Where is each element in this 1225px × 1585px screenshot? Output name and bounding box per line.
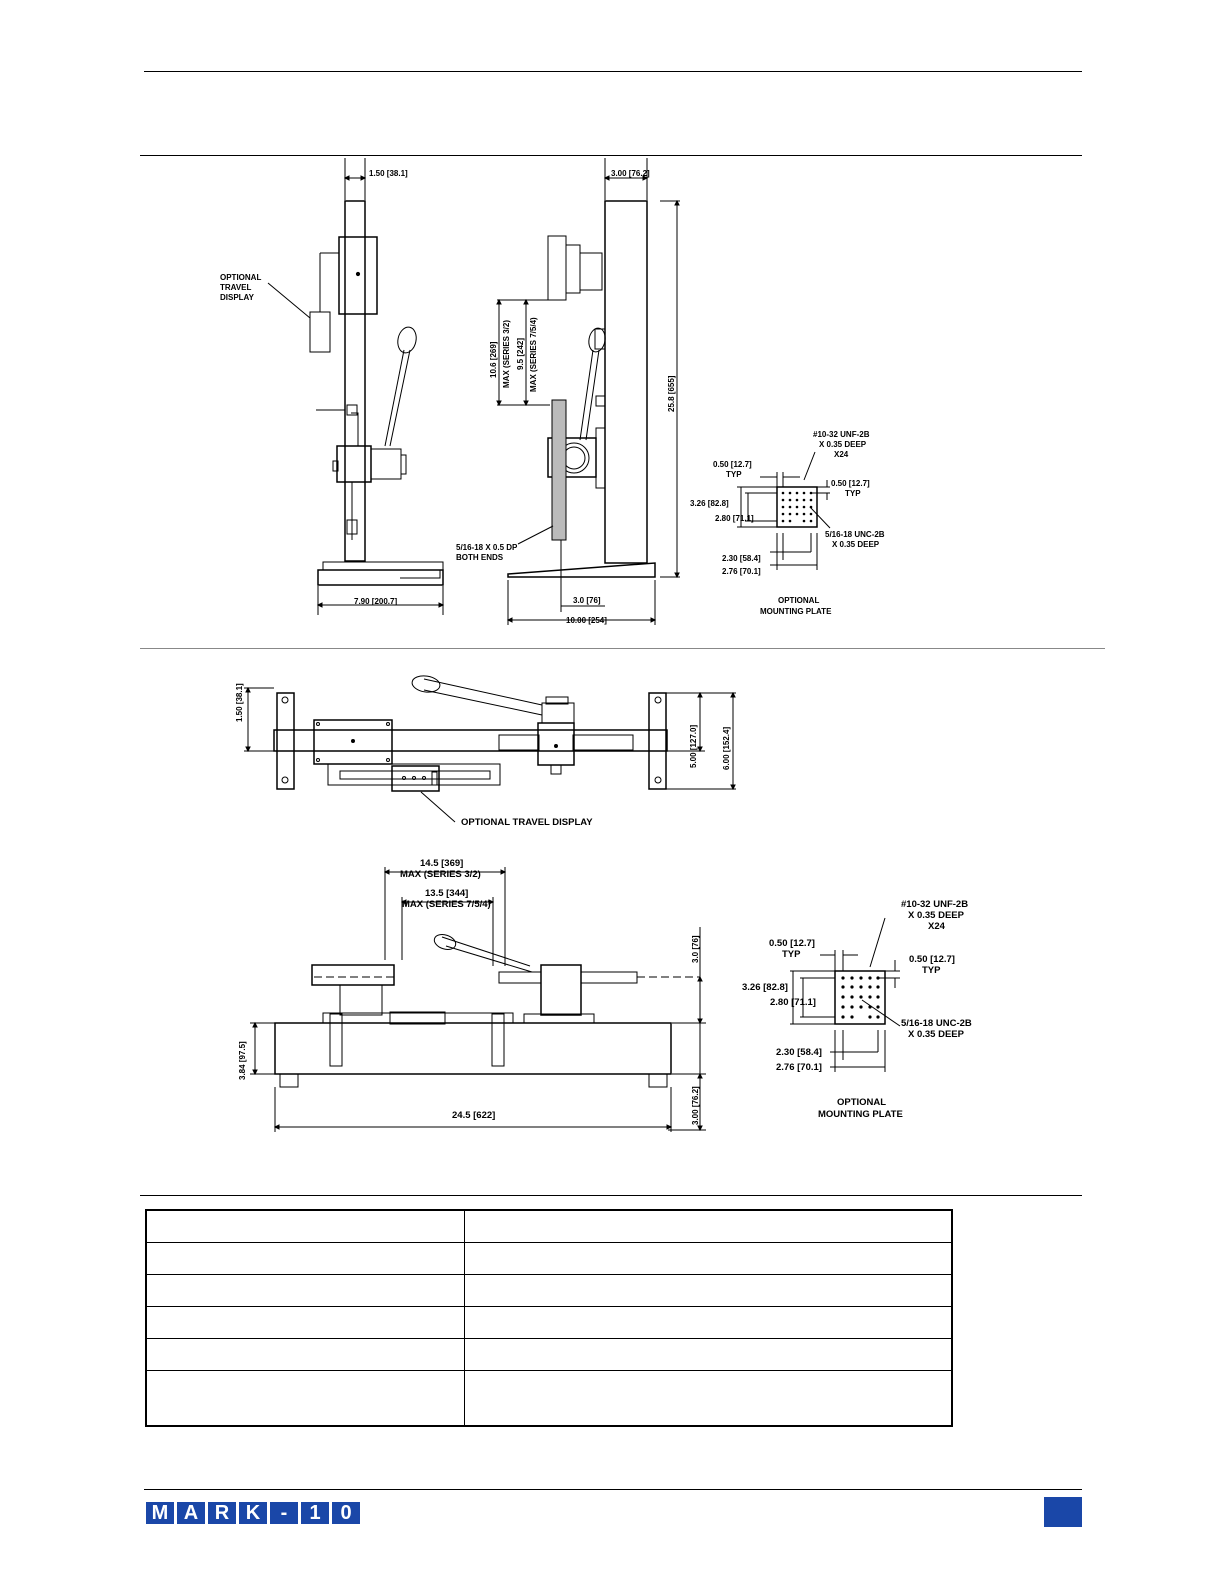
plate-top-dim-inner: 2.80 [71.1] (715, 514, 754, 523)
page-number-box (1044, 1497, 1082, 1527)
top-dim-mid: 5.00 [127.0] (689, 725, 698, 768)
plate-bottom-edge-right: 0.50 [12.7] (909, 954, 955, 965)
side-callout-travel-3: DISPLAY (220, 293, 255, 302)
plate-bottom-dim-inner: 2.80 [71.1] (770, 997, 816, 1008)
table-cell-value (464, 1306, 953, 1339)
plate-bottom-tap-1: #10-32 UNF-2B (901, 899, 968, 910)
horiz-dim-length: 24.5 [622] (452, 1110, 495, 1121)
plate-bottom-edge-left-typ: TYP (782, 949, 801, 960)
logo-letter: R (208, 1502, 236, 1524)
table-cell-value (464, 1209, 953, 1243)
logo-letter: M (146, 1502, 174, 1524)
table-cell-value (464, 1370, 953, 1427)
horiz-dim-height-left: 3.84 [97.5] (238, 1041, 247, 1080)
front-dim-travel-754-a: 9.5 [242] (516, 338, 525, 370)
plate-top-caption-2: MOUNTING PLATE (760, 607, 832, 616)
plate-bottom-dim-outer: 3.26 [82.8] (742, 982, 788, 993)
table-row (145, 1338, 953, 1371)
horiz-dim-travel-754-a: 13.5 [344] (425, 888, 468, 899)
logo-letter: 0 (332, 1502, 360, 1524)
table-cell-label (145, 1338, 465, 1371)
logo-letter: K (239, 1502, 267, 1524)
front-callout-thread-1: 5/16-18 X 0.5 DP (456, 543, 518, 552)
plate-top-edge-left-typ: TYP (726, 470, 742, 479)
plate-bottom-dim-b2: 2.76 [70.1] (776, 1062, 822, 1073)
table-row (145, 1274, 953, 1307)
plate-top-tap-3: X24 (834, 450, 849, 459)
table-row (145, 1242, 953, 1275)
plate-top-edge-right: 0.50 [12.7] (831, 479, 870, 488)
spec-table (145, 1209, 953, 1427)
table-rule (140, 1195, 1082, 1196)
mark-10-logo: M A R K - 1 0 (146, 1502, 360, 1524)
table-cell-value (464, 1338, 953, 1371)
table-cell-label (145, 1370, 465, 1427)
horiz-dim-travel-754-b: MAX (SERIES 7/5/4) (402, 899, 491, 910)
side-view-drawing: 1.50 [38.1] OPTIONAL TRAVEL DISPLAY 7.90… (220, 158, 445, 615)
top-dim-right: 6.00 [152.4] (722, 727, 731, 770)
plate-bottom-caption-1: OPTIONAL (837, 1097, 886, 1108)
top-callout-travel-display: OPTIONAL TRAVEL DISPLAY (461, 817, 593, 828)
plate-bottom-tap-2: X 0.35 DEEP (908, 910, 965, 921)
plate-top-tap-1: #10-32 UNF-2B (813, 430, 870, 439)
side-dim-base-width: 7.90 [200.7] (354, 597, 397, 606)
section-divider (140, 648, 1105, 649)
front-dim-height: 25.8 [655] (667, 375, 676, 412)
plate-bottom-dim-b1: 2.30 [58.4] (776, 1047, 822, 1058)
top-dim-left: 1.50 [38.1] (235, 683, 244, 722)
front-view-drawing: 3.00 [76.2] 10.6 [269] MAX (SERIES 3/2) … (456, 158, 680, 625)
logo-letter: A (177, 1502, 205, 1524)
horiz-dim-travel-32-b: MAX (SERIES 3/2) (400, 869, 481, 880)
horiz-dim-height-bottom: 3.00 [76.2] (691, 1086, 700, 1125)
front-callout-thread-2: BOTH ENDS (456, 553, 504, 562)
header-rule-top (144, 71, 1082, 72)
table-cell-label (145, 1242, 465, 1275)
front-dim-base-depth: 10.00 [254] (566, 616, 607, 625)
plate-bottom-edge-left: 0.50 [12.7] (769, 938, 815, 949)
table-row (145, 1370, 953, 1427)
table-cell-value (464, 1242, 953, 1275)
table-cell-label (145, 1209, 465, 1243)
plate-top-edge-right-typ: TYP (845, 489, 861, 498)
plate-bottom-thread-2: X 0.35 DEEP (908, 1029, 965, 1040)
plate-top-dim-outer: 3.26 [82.8] (690, 499, 729, 508)
plate-top-dim-b1: 2.30 [58.4] (722, 554, 761, 563)
horiz-dim-height-top: 3.0 [76] (691, 935, 700, 963)
plate-top-tap-2: X 0.35 DEEP (819, 440, 867, 449)
plate-top-dim-b2: 2.76 [70.1] (722, 567, 761, 576)
side-callout-travel-1: OPTIONAL (220, 273, 261, 282)
header-rule-bottom (140, 155, 1082, 156)
side-callout-travel-2: TRAVEL (220, 283, 252, 292)
front-dim-travel-754-b: MAX (SERIES 7/5/4) (529, 317, 538, 392)
table-row (145, 1209, 953, 1243)
horiz-dim-travel-32-a: 14.5 [369] (420, 858, 463, 869)
mounting-plate-top: #10-32 UNF-2B X 0.35 DEEP X24 0.50 [12.7… (690, 430, 885, 616)
plate-top-edge-left: 0.50 [12.7] (713, 460, 752, 469)
footer-rule (144, 1489, 1082, 1490)
front-dim-travel-32-a: 10.6 [269] (489, 341, 498, 378)
front-dim-travel-32-b: MAX (SERIES 3/2) (502, 320, 511, 388)
plate-top-thread-2: X 0.35 DEEP (832, 540, 880, 549)
plate-bottom-thread-1: 5/16-18 UNC-2B (901, 1018, 972, 1029)
table-row (145, 1306, 953, 1339)
horizontal-view-drawing: 14.5 [369] MAX (SERIES 3/2) 13.5 [344] M… (238, 858, 706, 1132)
mounting-plate-bottom: #10-32 UNF-2B X 0.35 DEEP X24 0.50 [12.7… (742, 899, 972, 1120)
front-dim-column-depth: 3.00 [76.2] (611, 169, 650, 178)
table-cell-value (464, 1274, 953, 1307)
front-dim-offset: 3.0 [76] (573, 596, 601, 605)
plate-bottom-tap-3: X24 (928, 921, 946, 932)
logo-letter: - (270, 1502, 298, 1524)
table-cell-label (145, 1306, 465, 1339)
side-dim-column-width: 1.50 [38.1] (369, 169, 408, 178)
top-view-drawing: 1.50 [38.1] 5.00 [127.0] 6.00 [152.4] OP… (235, 675, 736, 828)
table-cell-label (145, 1274, 465, 1307)
plate-bottom-edge-right-typ: TYP (922, 965, 941, 976)
plate-top-thread-1: 5/16-18 UNC-2B (825, 530, 885, 539)
plate-bottom-caption-2: MOUNTING PLATE (818, 1109, 903, 1120)
plate-top-caption-1: OPTIONAL (778, 596, 819, 605)
logo-letter: 1 (301, 1502, 329, 1524)
